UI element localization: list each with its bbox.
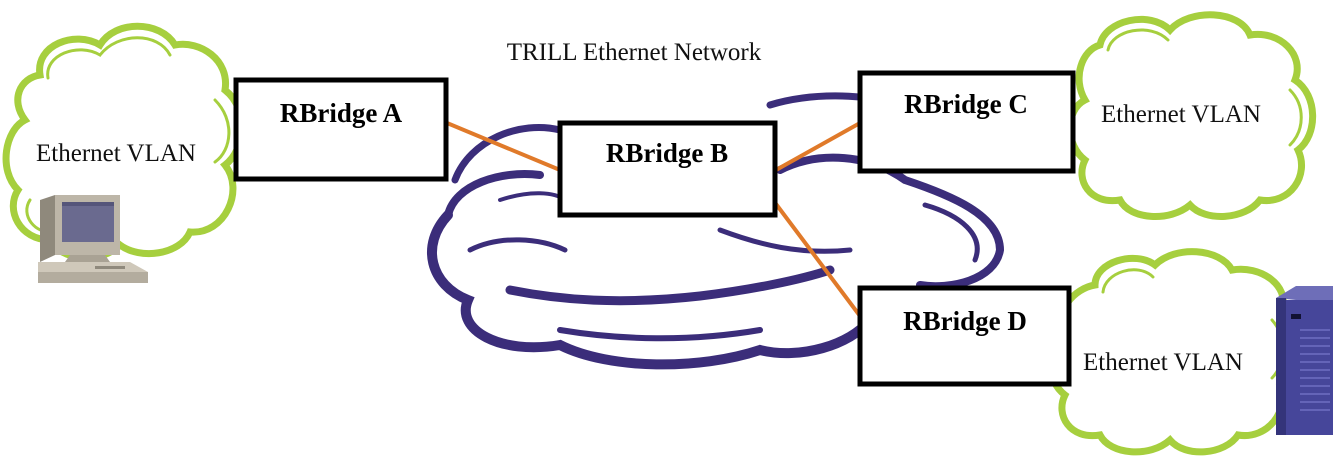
server-tower-icon [1276, 286, 1333, 435]
rbridge-c-label: RBridge C [904, 89, 1028, 119]
rbridge-a-node[interactable]: RBridge A [233, 77, 449, 182]
link-b-c [774, 121, 862, 172]
vlan-cloud-left [2, 22, 246, 262]
desktop-computer-icon [38, 195, 148, 283]
link-b-d [774, 202, 862, 318]
vlan-label-right-bottom: Ethernet VLAN [1083, 349, 1243, 376]
vlan-label-right-top: Ethernet VLAN [1101, 101, 1261, 128]
rbridge-a-label: RBridge A [280, 98, 403, 128]
rbridge-b-label: RBridge B [606, 138, 728, 168]
rbridge-d-node[interactable]: RBridge D [857, 285, 1072, 387]
rbridge-b-node[interactable]: RBridge B [557, 120, 778, 218]
network-title: TRILL Ethernet Network [507, 39, 762, 66]
links [445, 121, 862, 318]
link-a-b [445, 121, 562, 172]
rbridge-c-node[interactable]: RBridge C [857, 70, 1076, 174]
vlan-label-left: Ethernet VLAN [36, 140, 196, 167]
rbridge-d-label: RBridge D [903, 306, 1027, 336]
